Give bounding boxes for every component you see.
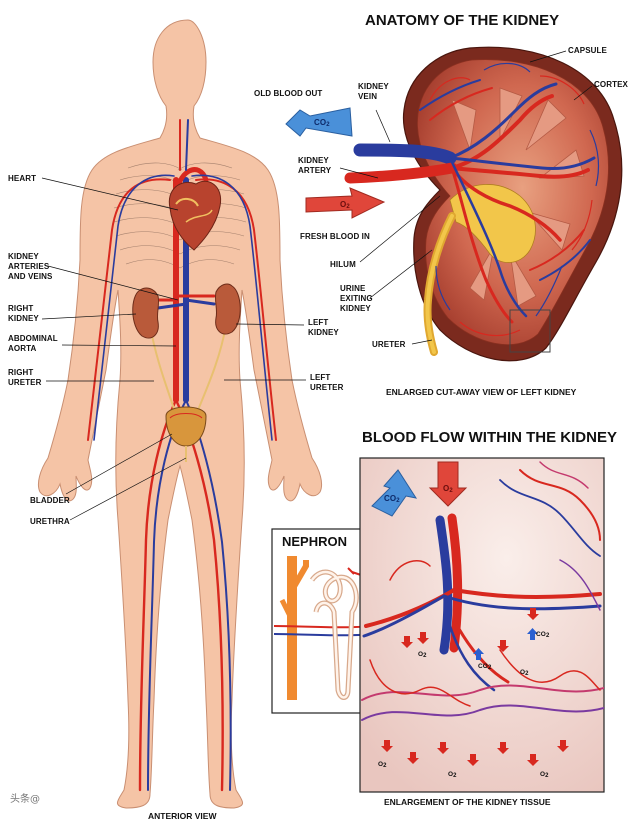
o2-label-small-3: O2	[378, 761, 387, 769]
left-kidney-organ	[214, 283, 241, 335]
co2-label-kidney: CO2	[314, 118, 330, 128]
label-kidney-artery-line1: KIDNEY	[298, 156, 329, 165]
label-urine-line2: EXITING	[340, 294, 373, 303]
tissue-caption: ENLARGEMENT OF THE KIDNEY TISSUE	[384, 797, 551, 807]
label-capsule: CAPSULE	[568, 46, 607, 55]
o2-label-tissue: O2	[443, 484, 453, 494]
o2-label-kidney: O2	[340, 200, 350, 210]
tissue-co2-arrow	[371, 469, 418, 517]
o2-label-small-1: O2	[418, 651, 427, 659]
label-kidney-arteries-line2: ARTERIES	[8, 262, 50, 271]
label-left-kidney-line2: KIDNEY	[308, 328, 339, 337]
label-right-ureter-line1: RIGHT	[8, 368, 34, 377]
tissue-capillaries	[359, 457, 605, 793]
label-left-ureter-line2: URETER	[310, 383, 344, 392]
co2-label-tissue: CO2	[384, 494, 400, 504]
anatomy-title: ANATOMY OF THE KIDNEY	[365, 12, 560, 29]
kidney-cross-section	[344, 46, 623, 362]
body-leader-lines	[41, 177, 306, 521]
label-left-ureter-line1: LEFT	[310, 373, 331, 382]
watermark: 头条@	[10, 794, 40, 805]
label-hilum: HILUM	[330, 260, 356, 269]
enlarged-cutaway-caption: ENLARGED CUT-AWAY VIEW OF LEFT KIDNEY	[386, 387, 577, 397]
bladder-organ	[165, 406, 207, 462]
label-kidney-artery-line2: ARTERY	[298, 166, 332, 175]
label-old-blood-out: OLD BLOOD OUT	[254, 89, 323, 98]
co2-label-small-2: CO2	[478, 663, 492, 671]
o2-label-small-2: O2	[520, 669, 529, 677]
label-kidney-arteries-line3: AND VEINS	[8, 272, 53, 281]
label-urine-line3: KIDNEY	[340, 304, 371, 313]
kidney-leader-lines	[339, 50, 593, 345]
label-right-kidney-line1: RIGHT	[8, 304, 34, 313]
label-kidney-vein-line2: VEIN	[358, 92, 378, 101]
label-ureter: URETER	[372, 340, 406, 349]
right-kidney-organ	[132, 287, 160, 339]
o2-label-small-5: O2	[540, 771, 549, 779]
label-left-kidney-line1: LEFT	[308, 318, 329, 327]
label-cortex: CORTEX	[594, 80, 628, 89]
label-abdominal-aorta-line2: AORTA	[8, 344, 37, 353]
label-kidney-vein-line1: KIDNEY	[358, 82, 389, 91]
o2-arrow-in	[305, 187, 386, 219]
anterior-view-caption: ANTERIOR VIEW	[148, 811, 217, 821]
label-kidney-arteries-line1: KIDNEY	[8, 252, 39, 261]
blood-flow-title: BLOOD FLOW WITHIN THE KIDNEY	[362, 429, 617, 446]
label-urethra: URETHRA	[30, 517, 70, 526]
co2-label-small-1: CO2	[536, 631, 550, 639]
label-bladder: BLADDER	[30, 496, 70, 505]
heart-organ	[168, 180, 222, 251]
nephron-title: NEPHRON	[282, 534, 348, 549]
human-body-figure	[37, 19, 323, 809]
label-urine-line1: URINE	[340, 284, 366, 293]
o2-label-small-4: O2	[448, 771, 457, 779]
co2-arrow-out	[285, 107, 353, 137]
label-abdominal-aorta-line1: ABDOMINAL	[8, 334, 58, 343]
label-fresh-blood-in: FRESH BLOOD IN	[300, 232, 370, 241]
label-heart: HEART	[8, 174, 37, 183]
label-right-ureter-line2: URETER	[8, 378, 42, 387]
label-right-kidney-line2: KIDNEY	[8, 314, 39, 323]
tissue-o2-arrow	[428, 461, 468, 507]
